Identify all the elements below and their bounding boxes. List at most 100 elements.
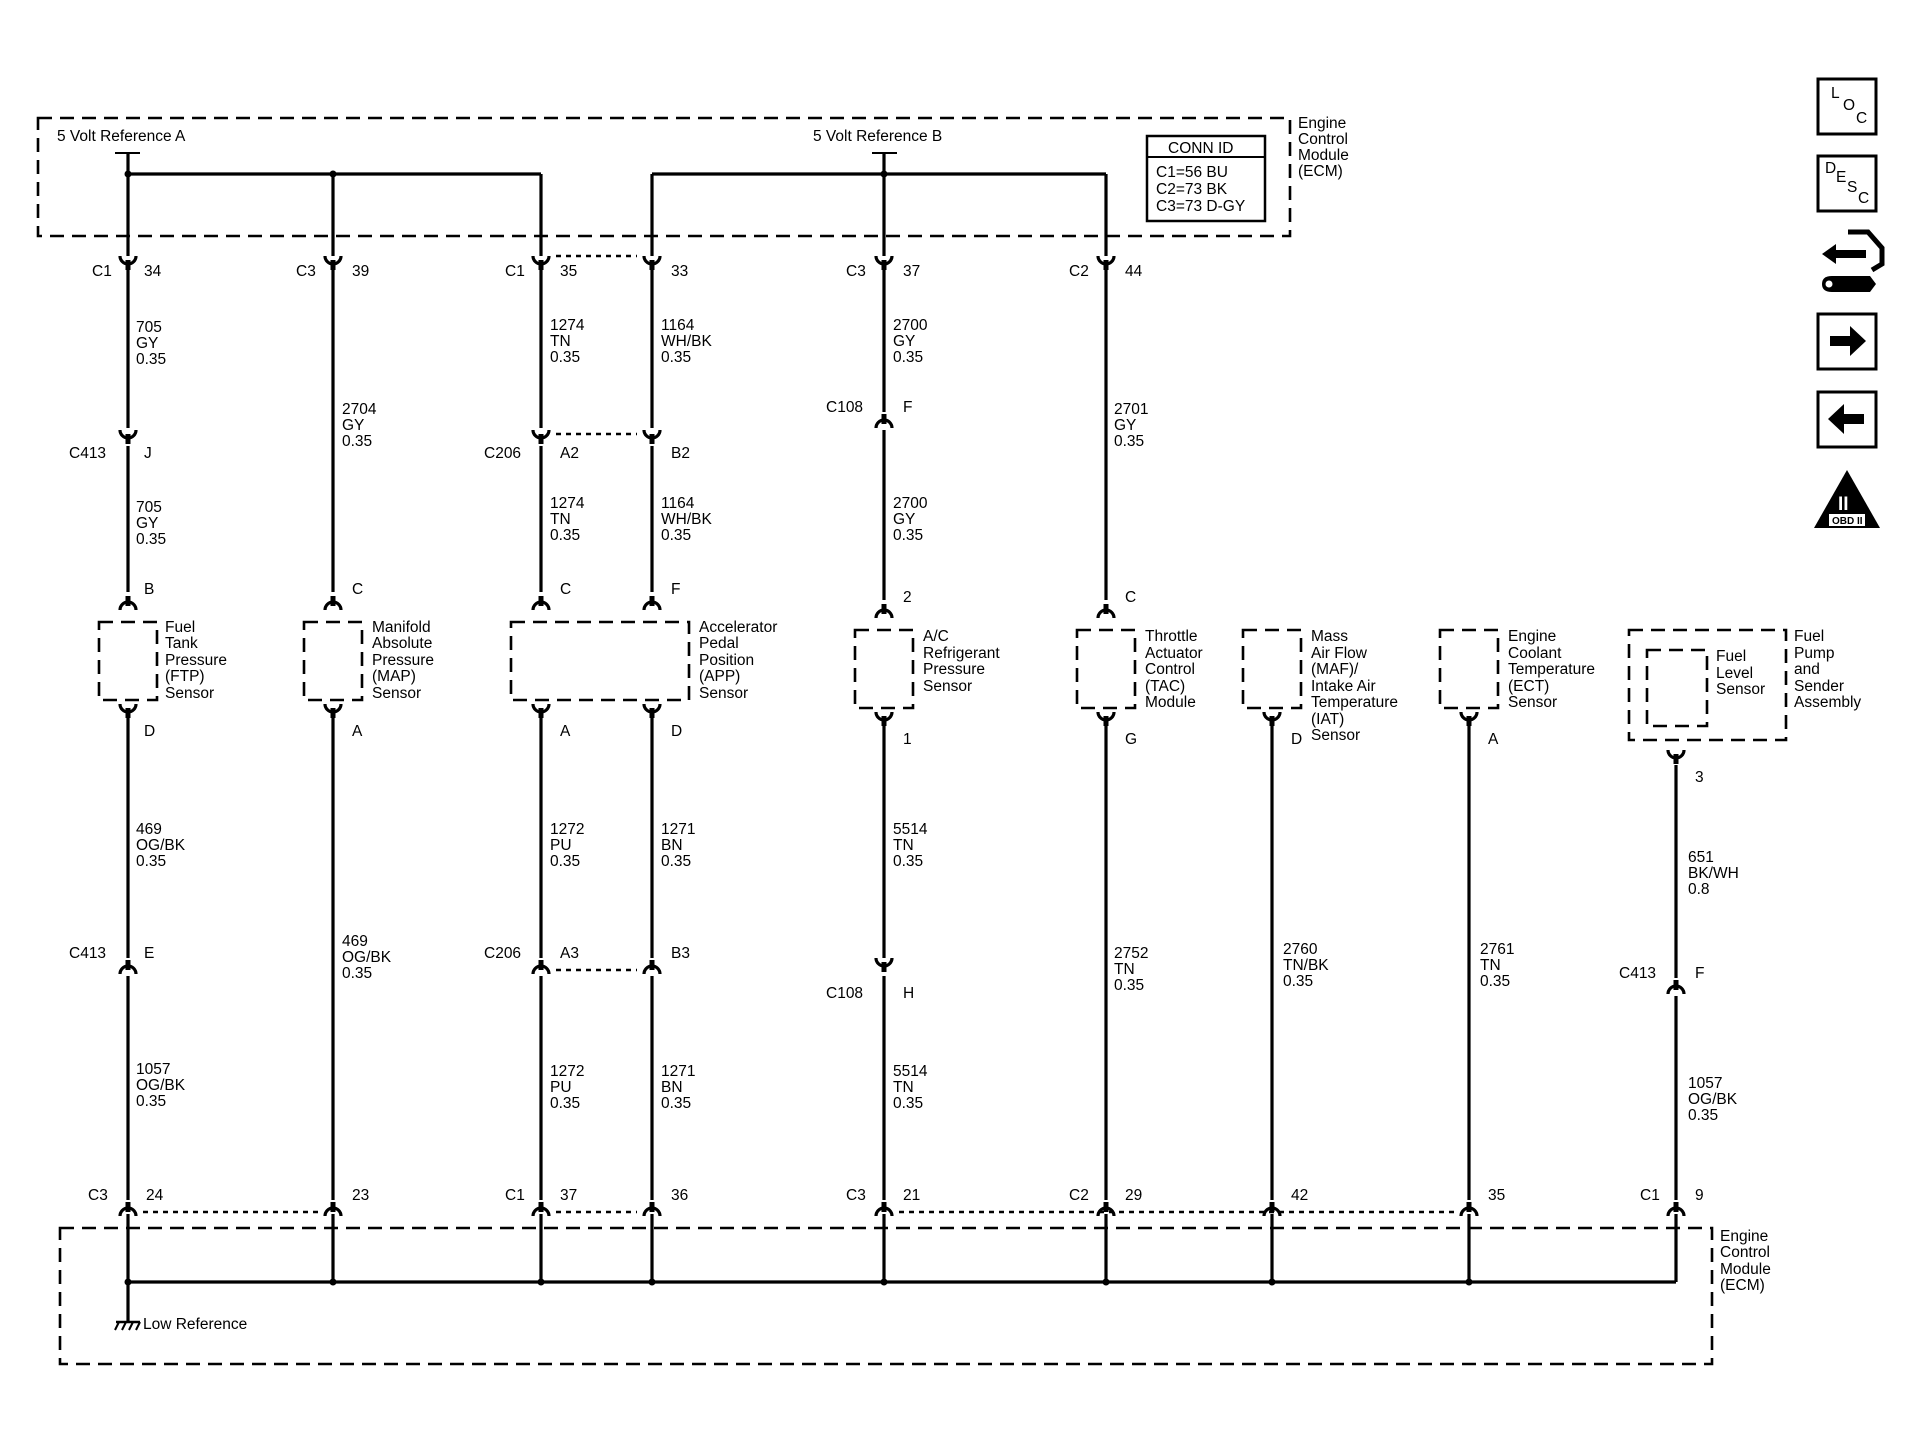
svg-text:2700: 2700 (893, 317, 928, 334)
inline-connector: B2 (642, 428, 690, 462)
ecm-top-name-1: Engine (1298, 115, 1346, 132)
svg-text:2760: 2760 (1283, 941, 1318, 958)
svg-text:Tank: Tank (165, 635, 198, 652)
svg-text:Temperature: Temperature (1508, 661, 1595, 678)
svg-text:Position: Position (699, 652, 754, 669)
svg-text:BN: BN (661, 1079, 683, 1096)
svg-text:A: A (1488, 731, 1499, 748)
svg-text:Pump: Pump (1794, 645, 1835, 662)
svg-text:PU: PU (550, 837, 572, 854)
svg-text:E: E (1836, 169, 1846, 186)
arrow-right-icon[interactable] (1816, 312, 1878, 371)
svg-text:Temperature: Temperature (1311, 694, 1398, 711)
svg-text:35: 35 (560, 263, 577, 280)
svg-text:Air Flow: Air Flow (1311, 645, 1368, 662)
svg-text:1272: 1272 (550, 1063, 584, 1080)
obd-ii-icon[interactable]: II OBD II (1814, 470, 1880, 528)
svg-text:C: C (560, 581, 571, 598)
svg-text:J: J (144, 445, 152, 462)
svg-text:0.35: 0.35 (893, 853, 923, 870)
sensor-pin: B (118, 581, 154, 612)
svg-text:D: D (144, 723, 155, 740)
svg-text:44: 44 (1125, 263, 1143, 280)
sensor-pin: 1 (874, 710, 912, 748)
svg-text:(MAP): (MAP) (372, 668, 416, 685)
svg-text:1057: 1057 (1688, 1075, 1722, 1092)
svg-text:C206: C206 (484, 945, 521, 962)
svg-text:0.35: 0.35 (342, 965, 372, 982)
svg-text:PU: PU (550, 1079, 572, 1096)
svg-text:C: C (1125, 589, 1136, 606)
svg-text:TN: TN (1114, 961, 1135, 978)
svg-text:0.35: 0.35 (550, 349, 580, 366)
inline-connector: B3 (642, 945, 690, 976)
svg-text:2701: 2701 (1114, 401, 1148, 418)
svg-text:TN: TN (893, 837, 914, 854)
svg-text:Pressure: Pressure (165, 652, 227, 669)
sensor-pin: C (323, 581, 363, 612)
svg-text:C3: C3 (846, 1187, 866, 1204)
svg-text:C1: C1 (505, 1187, 525, 1204)
loc-icon[interactable]: L O C (1816, 77, 1878, 136)
arrow-left-icon[interactable] (1816, 390, 1878, 449)
svg-text:B3: B3 (671, 945, 690, 962)
svg-text:Actuator: Actuator (1145, 645, 1203, 662)
svg-text:(IAT): (IAT) (1311, 711, 1344, 728)
conn-id-title: CONN ID (1168, 140, 1233, 157)
ecm-bottom-name-2: Control (1720, 1244, 1770, 1261)
sensor-pin: C (1096, 589, 1136, 620)
desc-icon[interactable]: D E S C (1816, 154, 1878, 213)
svg-text:5514: 5514 (893, 1063, 928, 1080)
svg-text:G: G (1125, 731, 1137, 748)
svg-text:A: A (352, 723, 363, 740)
svg-text:(FTP): (FTP) (165, 668, 205, 685)
sensor-pin: 3 (1666, 748, 1704, 786)
svg-text:C: C (1858, 190, 1869, 207)
svg-text:0.35: 0.35 (661, 853, 691, 870)
svg-text:Sensor: Sensor (923, 678, 972, 695)
svg-text:GY: GY (136, 335, 158, 352)
sensor-pin: D (1262, 710, 1302, 748)
svg-text:GY: GY (342, 417, 364, 434)
svg-text:651: 651 (1688, 849, 1714, 866)
svg-text:2761: 2761 (1480, 941, 1514, 958)
svg-text:(ECT): (ECT) (1508, 678, 1549, 695)
svg-text:F: F (1695, 965, 1704, 982)
svg-text:TN/BK: TN/BK (1283, 957, 1329, 974)
svg-text:GY: GY (893, 511, 915, 528)
conn-id-box: CONN ID C1=56 BU C2=73 BK C3=73 D-GY (1145, 134, 1267, 223)
svg-text:Pressure: Pressure (372, 652, 434, 669)
wrench-icon[interactable] (1822, 229, 1885, 292)
svg-text:1274: 1274 (550, 495, 585, 512)
svg-text:H: H (903, 985, 914, 1002)
svg-text:S: S (1847, 179, 1857, 196)
svg-text:1164: 1164 (661, 317, 695, 334)
svg-text:0.35: 0.35 (550, 527, 580, 544)
svg-text:C3: C3 (846, 263, 866, 280)
sensor-pin: D (118, 702, 155, 740)
svg-text:469: 469 (342, 933, 368, 950)
ecm-bottom-block: Engine Control Module (ECM) Low Referenc… (58, 1214, 1771, 1366)
sensor-pin: C (531, 581, 571, 612)
svg-text:A3: A3 (560, 945, 579, 962)
svg-text:Level: Level (1716, 665, 1753, 682)
